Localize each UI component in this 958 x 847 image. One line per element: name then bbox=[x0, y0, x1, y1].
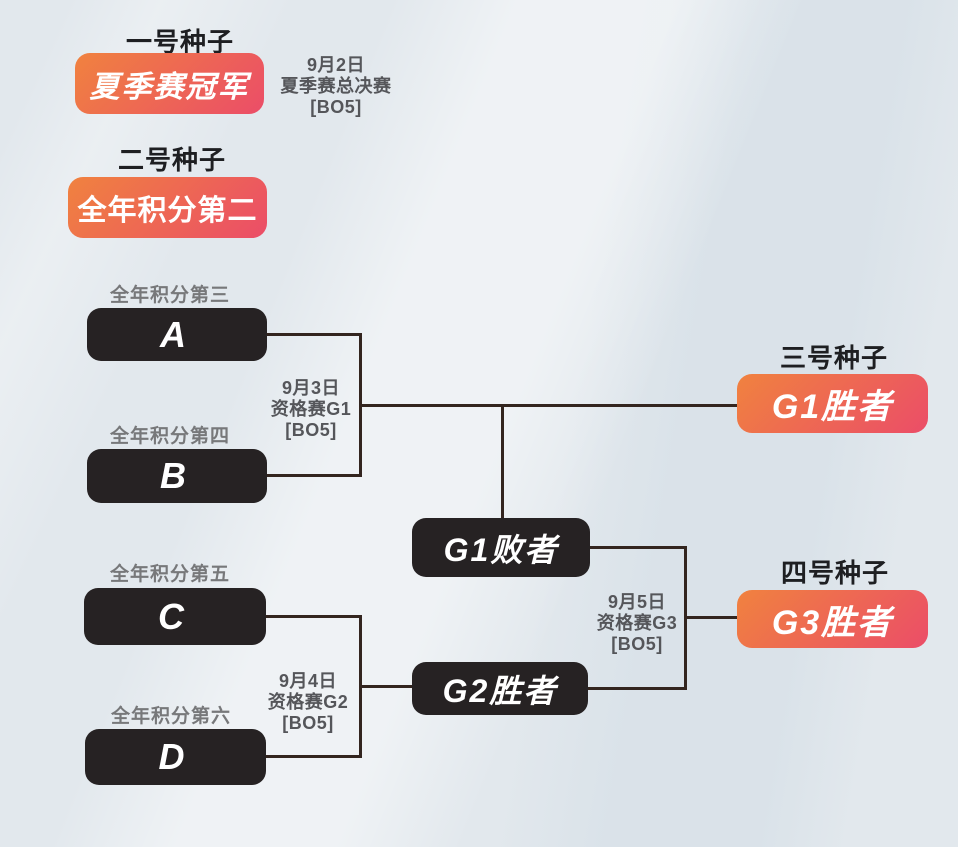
g3-match-date: 9月5日 bbox=[607, 592, 667, 612]
seed3-team-box: G1胜者 bbox=[737, 374, 928, 433]
g3-match-info: 9月5日 资格赛G3 [BO5] bbox=[579, 592, 695, 655]
g1-match-info: 9月3日 资格赛G1 [BO5] bbox=[253, 378, 369, 441]
team-box-b: B bbox=[87, 449, 267, 503]
connector-line-g1-loser bbox=[590, 546, 687, 549]
g3-match-name: 资格赛G3 bbox=[596, 613, 678, 633]
seed3-team-name: G1胜者 bbox=[771, 388, 894, 426]
g2-match-format: [BO5] bbox=[282, 713, 334, 733]
g2-winner-name: G2胜者 bbox=[442, 672, 558, 709]
seed4-team-box: G3胜者 bbox=[737, 590, 928, 648]
g3-match-format: [BO5] bbox=[611, 634, 663, 654]
g1-loser-box: G1败者 bbox=[412, 518, 590, 577]
connector-line-g2-winner bbox=[359, 685, 412, 688]
connector-line-b bbox=[261, 474, 362, 477]
seed1-team-name: 夏季赛冠军 bbox=[89, 70, 250, 104]
g1-loser-name: G1败者 bbox=[443, 531, 559, 568]
seed4-team-name: G3胜者 bbox=[771, 603, 894, 642]
connector-line-c bbox=[260, 615, 362, 618]
g1-match-date: 9月3日 bbox=[281, 378, 341, 398]
connector-line-d bbox=[260, 755, 362, 758]
team-c-label: 全年积分第五 bbox=[109, 564, 230, 585]
team-box-c: C bbox=[84, 588, 266, 645]
seed1-team-box: 夏季赛冠军 bbox=[75, 53, 264, 114]
team-c-name: C bbox=[158, 595, 186, 637]
connector-line-a bbox=[261, 333, 362, 336]
team-box-d: D bbox=[85, 729, 266, 785]
seed2-team-name: 全年积分第二 bbox=[77, 194, 258, 227]
team-box-a: A bbox=[87, 308, 267, 361]
team-a-label: 全年积分第三 bbox=[109, 285, 230, 306]
seed3-label: 三号种子 bbox=[779, 343, 888, 373]
connector-line-g1-winner bbox=[359, 404, 737, 407]
seed4-label: 四号种子 bbox=[780, 558, 889, 588]
seed2-label: 二号种子 bbox=[117, 145, 226, 175]
connector-line-g2-winner-right bbox=[588, 687, 687, 690]
g2-match-date: 9月4日 bbox=[278, 671, 338, 691]
connector-line-g1-loser-drop bbox=[501, 404, 504, 518]
final-match-date: 9月2日 bbox=[306, 55, 366, 75]
seed2-team-box: 全年积分第二 bbox=[68, 177, 267, 238]
team-a-name: A bbox=[160, 313, 188, 355]
g2-match-name: 资格赛G2 bbox=[267, 692, 349, 712]
team-d-name: D bbox=[158, 736, 187, 777]
g2-winner-box: G2胜者 bbox=[412, 662, 588, 715]
final-match-format: [BO5] bbox=[310, 97, 362, 117]
final-match-name: 夏季赛总决赛 bbox=[280, 76, 392, 96]
g1-match-format: [BO5] bbox=[285, 420, 337, 440]
final-match-info: 9月2日 夏季赛总决赛 [BO5] bbox=[278, 55, 394, 118]
connector-line-g3-winner bbox=[684, 616, 737, 619]
team-b-name: B bbox=[160, 455, 188, 496]
team-d-label: 全年积分第六 bbox=[110, 706, 231, 727]
g1-match-name: 资格赛G1 bbox=[270, 399, 352, 419]
team-b-label: 全年积分第四 bbox=[109, 426, 230, 447]
seed1-label: 一号种子 bbox=[125, 27, 234, 57]
g2-match-info: 9月4日 资格赛G2 [BO5] bbox=[250, 671, 366, 734]
